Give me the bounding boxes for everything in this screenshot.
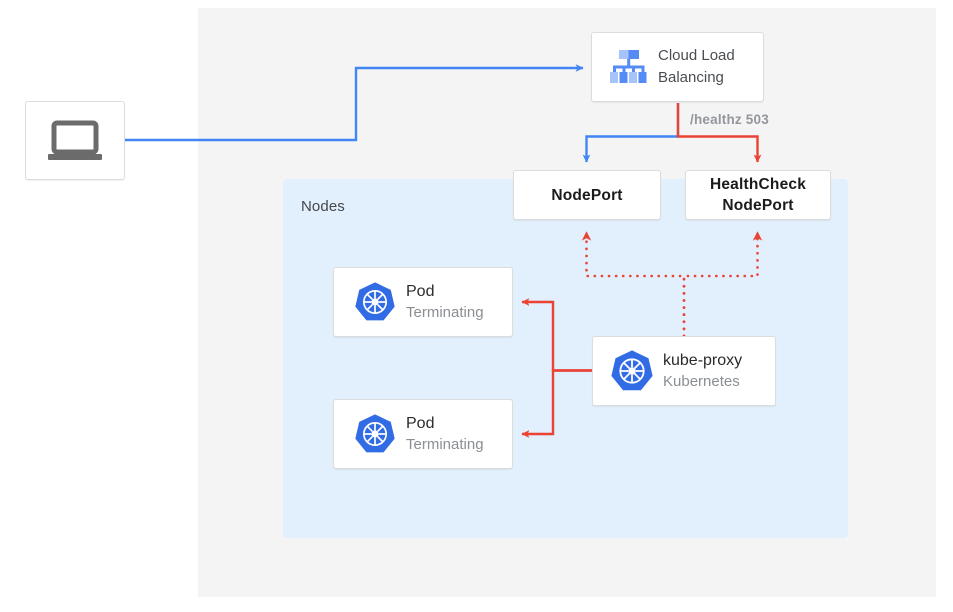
- pod-name: Pod: [406, 283, 435, 300]
- nodes-region-label: Nodes: [301, 198, 345, 215]
- kube-proxy-subtitle: Kubernetes: [663, 373, 740, 390]
- client-laptop-box: [25, 101, 125, 180]
- pod-status: Terminating: [406, 304, 484, 321]
- pod-box: Pod Terminating: [333, 399, 513, 469]
- kube-proxy-label: kube-proxy Kubernetes: [663, 350, 775, 392]
- healthcheck-nodeport-box: HealthCheck NodePort: [685, 170, 831, 220]
- kube-proxy-box: kube-proxy Kubernetes: [592, 336, 776, 406]
- cloud-load-balancing-icon: [592, 47, 658, 87]
- kubernetes-icon: [593, 349, 663, 393]
- kubernetes-icon: [334, 413, 406, 455]
- kube-proxy-name: kube-proxy: [663, 352, 743, 369]
- healthz-label: /healthz 503: [690, 112, 769, 127]
- pod-label: Pod Terminating: [406, 413, 512, 455]
- kubernetes-icon: [334, 281, 406, 323]
- cloud-load-balancing-title-line1: Cloud Load: [658, 47, 735, 64]
- healthcheck-nodeport-line1: HealthCheck: [709, 176, 807, 193]
- cloud-load-balancing-title-line2: Balancing: [658, 69, 724, 86]
- nodeport-box: NodePort: [513, 170, 661, 220]
- cloud-load-balancing-label: Cloud Load Balancing: [658, 45, 763, 89]
- cloud-load-balancing-box: Cloud Load Balancing: [591, 32, 764, 102]
- pod-box: Pod Terminating: [333, 267, 513, 337]
- laptop-icon: [45, 119, 105, 163]
- healthcheck-nodeport-line2: NodePort: [722, 197, 794, 214]
- pod-status: Terminating: [406, 436, 484, 453]
- pod-label: Pod Terminating: [406, 281, 512, 323]
- nodeport-label: NodePort: [551, 186, 623, 204]
- healthcheck-nodeport-label: HealthCheck NodePort: [710, 174, 806, 216]
- pod-name: Pod: [406, 415, 435, 432]
